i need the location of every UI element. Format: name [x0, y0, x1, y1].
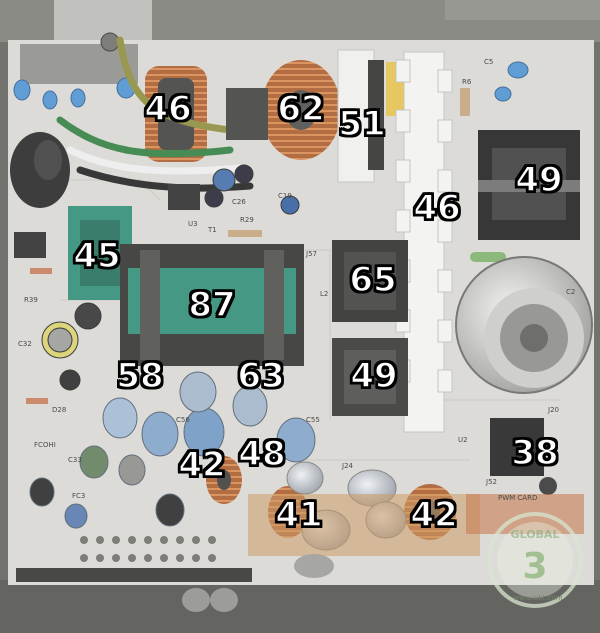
silk-c2: C2	[566, 288, 575, 296]
silk-c32: C32	[18, 340, 32, 348]
silk-j24: J24	[341, 462, 354, 470]
output-inductor-65	[332, 240, 408, 322]
silk-t1: T1	[207, 226, 217, 234]
temp-label-toroid: 62	[277, 89, 326, 129]
transformer-standby	[478, 130, 580, 240]
silk-l2: L2	[320, 290, 328, 298]
silk-c19: C19	[278, 192, 292, 200]
silk-fc3: FC3	[72, 492, 85, 500]
ic-left	[14, 232, 46, 258]
transformer-main	[120, 244, 304, 366]
silk-j52: J52	[485, 478, 497, 486]
watermark-logo-mark: 3	[522, 546, 547, 587]
secondary-capacitors	[29, 371, 316, 529]
mains-bracket	[20, 44, 138, 84]
temp-label-capacitors-center: 63	[237, 356, 286, 396]
silk-r29: R29	[240, 216, 254, 224]
silk-c26: C26	[232, 198, 246, 206]
toroid-choke	[261, 60, 341, 160]
temp-label-small-toroid-left: 42	[178, 445, 227, 485]
watermark-logo: GLOBAL 3 www.ixbt.com	[487, 512, 583, 608]
resistors	[26, 88, 506, 404]
grommet	[182, 588, 210, 612]
silk-r6: R6	[462, 78, 472, 86]
ic-u3	[168, 184, 200, 210]
silk-c55: C55	[306, 416, 320, 424]
output-pads	[80, 536, 216, 562]
temp-label-connector: 38	[511, 433, 560, 473]
silk-fcohi: FCOHI	[34, 441, 56, 449]
silk-c33: C33	[68, 456, 82, 464]
temp-label-dcdc-toroid: 41	[275, 495, 324, 535]
watermark-url: www.ixbt.com	[513, 594, 562, 602]
silk-j57: J57	[305, 250, 317, 258]
temp-label-standby-transformer: 49	[515, 160, 564, 200]
bulk-capacitor	[455, 256, 593, 394]
small-capacitors	[41, 164, 300, 391]
watermark-brand: GLOBAL	[511, 528, 560, 541]
temp-label-capacitors-left: 58	[116, 356, 165, 396]
output-connector	[490, 418, 544, 476]
temp-label-aux-transformer: 45	[73, 236, 122, 276]
relay	[226, 88, 268, 140]
temp-label-capacitors-right: 48	[238, 434, 287, 474]
input-choke	[145, 66, 207, 162]
temp-label-output-inductor-top: 65	[349, 260, 398, 300]
temp-label-primary-heatsink: 51	[338, 104, 387, 144]
silkscreen: C19 C26 U3 R29 T1 J57 L2 C32 C33 FC3 R39…	[18, 58, 575, 502]
silk-c56: C56	[176, 416, 190, 424]
silk-u3: U3	[188, 220, 198, 228]
output-inductor-49	[332, 338, 408, 416]
input-capacitor	[10, 132, 70, 208]
silk-j20: J20	[547, 406, 559, 414]
temp-label-input-choke: 46	[144, 89, 193, 129]
silk-d28: D28	[52, 406, 66, 414]
silk-r39: R39	[24, 296, 38, 304]
dcdc-board	[248, 494, 480, 556]
temp-label-secondary-heatsink: 46	[413, 188, 462, 228]
temp-label-output-inductor-bottom: 49	[350, 356, 399, 396]
silk-u2: U2	[458, 436, 468, 444]
temp-label-main-transformer: 87	[188, 285, 237, 325]
silk-pwm-card: PWM CARD	[498, 494, 537, 502]
silk-c5: C5	[484, 58, 493, 66]
temp-label-dcdc-toroid-right: 42	[410, 495, 459, 535]
